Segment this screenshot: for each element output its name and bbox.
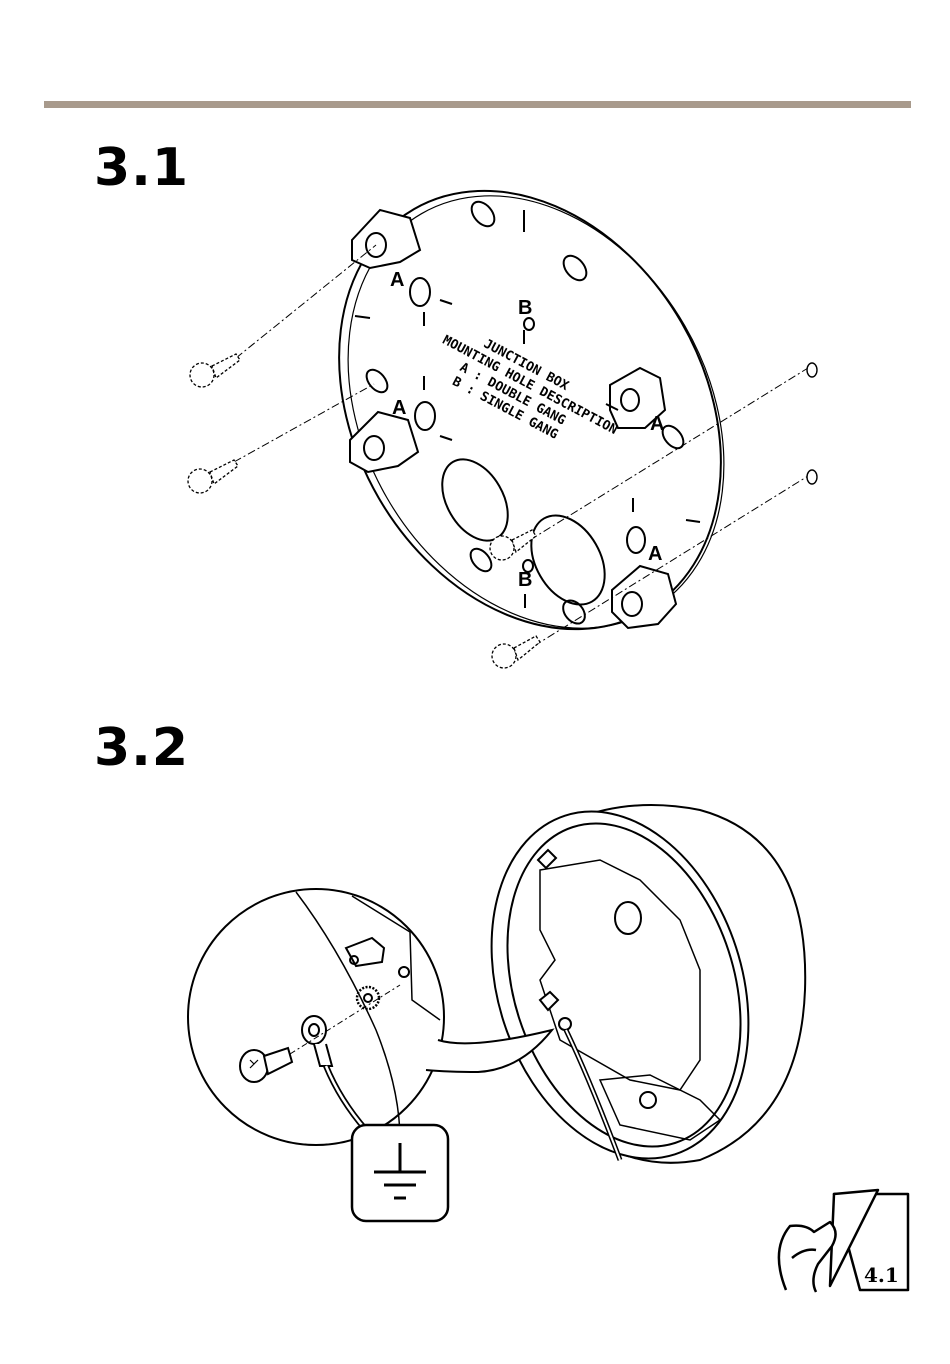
page-reference-number: 4.1: [864, 1263, 899, 1287]
